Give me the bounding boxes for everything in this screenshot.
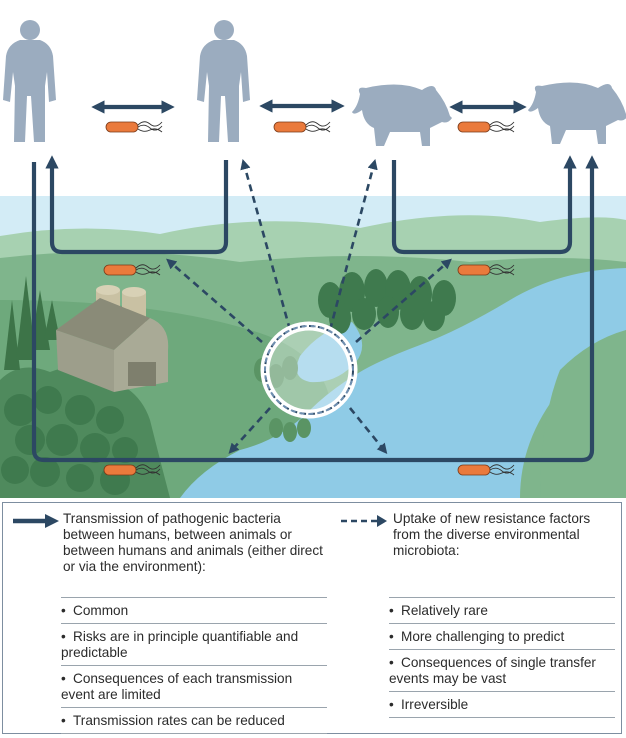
uptake-arrow [348,407,388,455]
uptake-arrow [328,158,378,331]
solid-arrow-icon [13,514,59,528]
uptake-arrow [228,407,271,454]
uptake-arrow [355,258,452,343]
pig-loop-arrow [391,155,577,255]
solid-arrow-description: Transmission of pathogenic bacteria betw… [63,511,323,574]
legend-dashed-column: Uptake of new resistance factors from th… [339,511,615,718]
transmission-scene [0,20,626,498]
uptake-arrow [166,258,263,343]
solid-properties-list: •Common •Risks are in principle quantifi… [61,597,327,734]
human-loop-arrow [45,155,229,255]
dashed-arrow-icon [341,515,387,527]
list-item: •Relatively rare [389,597,615,623]
list-item: •Common [61,597,327,623]
plasmid-icon [260,321,358,419]
list-item: •Irreversible [389,691,615,718]
list-item: •More challenging to predict [389,623,615,649]
dashed-arrow-description: Uptake of new resistance factors from th… [393,511,591,558]
dashed-properties-list: •Relatively rare •More challenging to pr… [389,597,615,718]
list-item: •Transmission rates can be reduced [61,707,327,734]
legend-solid-column: Transmission of pathogenic bacteria betw… [9,511,327,734]
list-item: •Consequences of each transmission event… [61,665,327,707]
list-item: •Risks are in principle quantifiable and… [61,623,327,665]
legend-box: Transmission of pathogenic bacteria betw… [2,502,622,734]
list-item: •Consequences of single transfer events … [389,649,615,691]
environment-loop-arrow [31,155,599,463]
uptake-arrow [240,158,292,331]
